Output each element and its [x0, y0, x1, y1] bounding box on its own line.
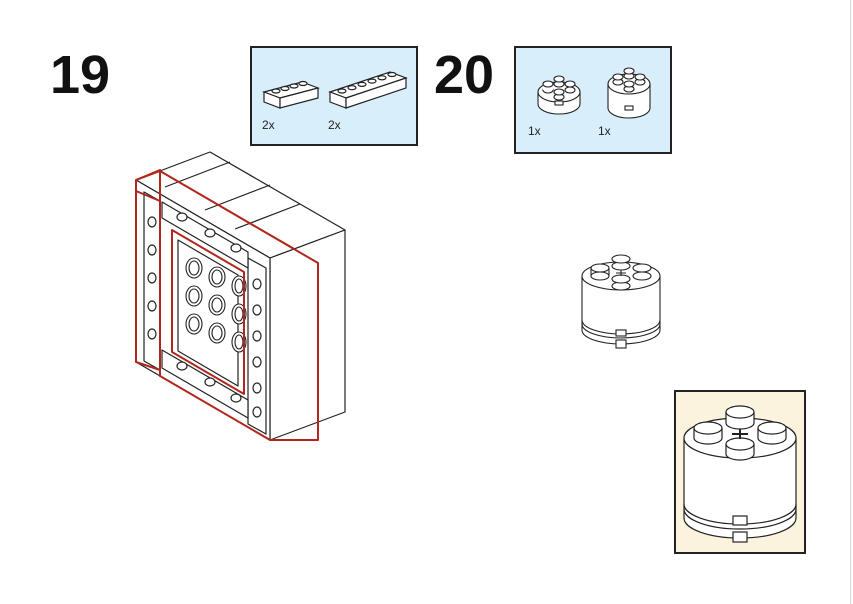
parts-list-step-19: 2x 2x: [250, 46, 418, 146]
step-number-19: 19: [50, 45, 111, 105]
part-qty: 1x: [528, 124, 541, 138]
brick-1x6-icon: [328, 71, 408, 109]
part-qty: 2x: [328, 118, 341, 132]
parts-list-step-20: 1x 1x: [514, 46, 672, 154]
round-brick-stack-illustration: [581, 254, 661, 349]
round-brick-2x2-icon: [607, 67, 651, 119]
part-qty: 1x: [598, 124, 611, 138]
step-number-20: 20: [434, 45, 495, 105]
round-plate-2x2-icon: [537, 75, 581, 115]
round-brick-zoom-icon: [683, 405, 797, 543]
zoom-detail-box: [674, 390, 806, 554]
new-parts-highlight: [135, 169, 319, 441]
frame-assembly-illustration: [135, 151, 346, 441]
brick-1x4-icon: [262, 80, 320, 109]
part-qty: 2x: [262, 118, 275, 132]
page-edge: [850, 0, 851, 604]
